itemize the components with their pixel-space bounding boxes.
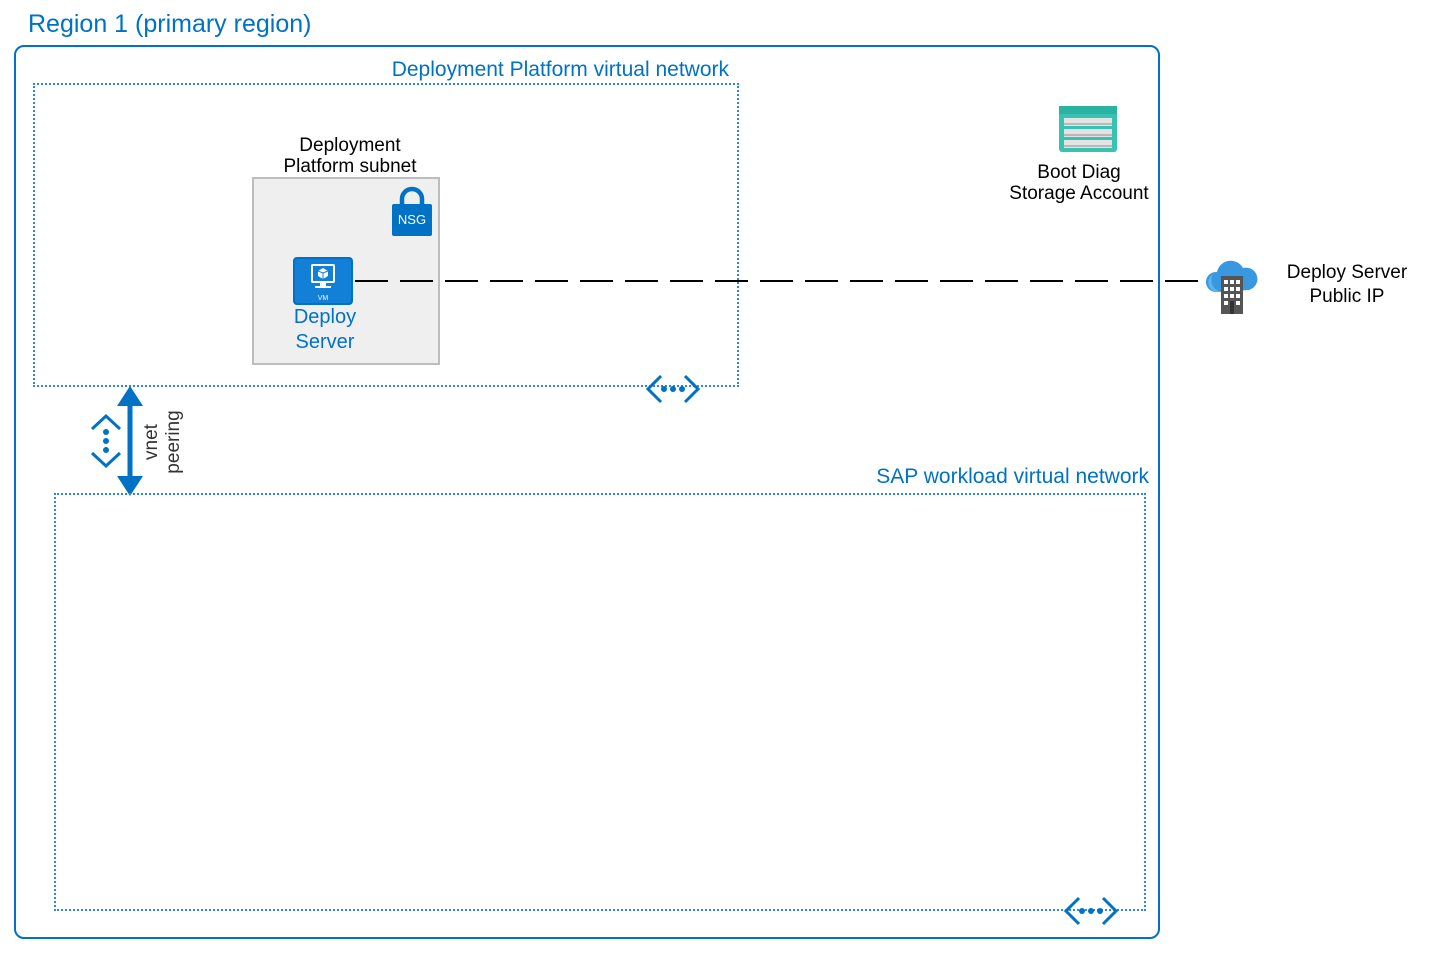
sap-workload-vnet <box>54 493 1146 911</box>
vnet-peering-arrow <box>117 386 143 496</box>
boot-diag-storage-label: Boot Diag Storage Account <box>990 162 1168 204</box>
sap-workload-vnet-label: SAP workload virtual network <box>876 465 1149 488</box>
peering-label-line2: peering <box>163 410 184 474</box>
storage-label-line1: Boot Diag <box>1037 162 1121 183</box>
nsg-lock-icon <box>392 186 432 236</box>
deployment-platform-subnet-label: Deployment Platform subnet <box>252 135 448 177</box>
region-boundary <box>14 45 1160 939</box>
storage-label-line2: Storage Account <box>1009 183 1149 204</box>
public-ip-cloud-building-icon <box>1205 260 1258 314</box>
deploy-server-label-line1: Deploy <box>293 306 357 328</box>
public-ip-label-line1: Deploy Server <box>1286 262 1408 283</box>
sap-vnet-icon <box>1063 896 1119 926</box>
subnet-label-line2: Platform subnet <box>283 156 417 177</box>
public-ip-label-line2: Public IP <box>1309 286 1385 307</box>
deploy-server-label-line2: Server <box>295 331 355 353</box>
vnet-peering-icon <box>90 413 122 469</box>
public-ip-connection-line <box>355 280 1205 282</box>
vnet-peering-label: vnet peering <box>138 402 188 482</box>
storage-account-icon <box>1059 106 1117 152</box>
peering-label-line1: vnet <box>141 424 162 460</box>
deploy-server-label: Deploy Server <box>270 305 380 355</box>
deployment-platform-vnet-label: Deployment Platform virtual network <box>391 58 729 81</box>
nsg-label: NSG <box>397 212 427 227</box>
deploy-server-public-ip-label: Deploy Server Public IP <box>1272 261 1422 309</box>
virtual-machine-icon <box>293 257 353 305</box>
region-title: Region 1 (primary region) <box>28 10 312 38</box>
deployment-platform-vnet <box>33 83 739 387</box>
deployment-vnet-icon <box>645 374 701 404</box>
vm-badge-text: VM <box>318 295 329 301</box>
vm-badge: VM <box>318 295 329 301</box>
subnet-label-line1: Deployment <box>299 135 401 156</box>
